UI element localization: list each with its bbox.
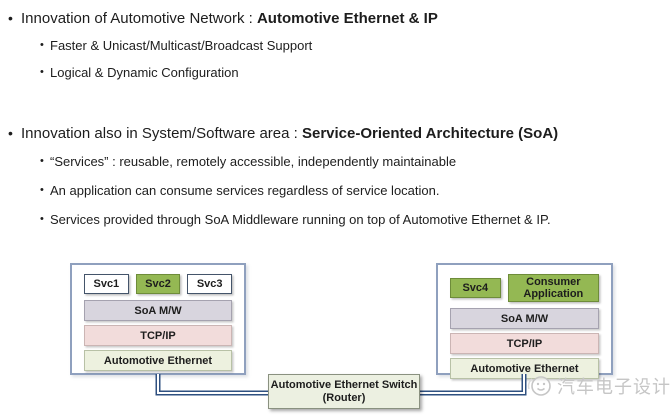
svc4-box: Svc4 xyxy=(450,278,501,298)
automotive-ethernet-layer: Automotive Ethernet xyxy=(84,350,232,371)
bullet-item-soa: Innovation also in System/Software area … xyxy=(8,124,558,143)
switch-label-line1: Automotive Ethernet Switch xyxy=(270,378,418,391)
bullet-text: Innovation also in System/Software area … xyxy=(21,124,558,143)
sub-bullet-services: “Services” : reusable, remotely accessib… xyxy=(40,153,456,170)
tcpip-layer: TCP/IP xyxy=(84,325,232,346)
sub-bullet-text: Logical & Dynamic Configuration xyxy=(50,65,239,80)
tcpip-layer: TCP/IP xyxy=(450,333,599,354)
left-connector-line-inner xyxy=(157,374,268,394)
soa-middleware-layer: SoA M/W xyxy=(84,300,232,321)
sub-bullet-text: Services provided through SoA Middleware… xyxy=(50,212,551,227)
sub-bullet-logical: Logical & Dynamic Configuration xyxy=(40,64,239,81)
automotive-ethernet-layer: Automotive Ethernet xyxy=(450,358,599,379)
smiley-logo-icon xyxy=(527,376,551,396)
bullet-text-bold: Service-Oriented Architecture (SoA) xyxy=(301,125,559,142)
sub-bullet-text: Faster & Unicast/Multicast/Broadcast Sup… xyxy=(50,38,313,53)
sub-bullet-middleware: Services provided through SoA Middleware… xyxy=(40,211,551,228)
soa-middleware-layer: SoA M/W xyxy=(450,308,599,329)
consumer-application-box: Consumer Application xyxy=(507,274,599,302)
left-ecu-node: Svc1 Svc2 Svc3 SoA M/W TCP/IP Automotive… xyxy=(70,263,246,375)
svc2-box: Svc2 xyxy=(135,274,181,294)
svc3-box: Svc3 xyxy=(187,274,233,294)
svc1-box: Svc1 xyxy=(84,274,129,294)
sub-bullet-text: An application can consume services rega… xyxy=(50,183,440,198)
watermark-text: 汽车电子设计 xyxy=(557,377,671,397)
left-connector-line xyxy=(155,374,268,396)
sub-bullet-faster: Faster & Unicast/Multicast/Broadcast Sup… xyxy=(40,37,312,54)
right-connector-line-inner xyxy=(420,374,525,394)
ethernet-switch-node: Automotive Ethernet Switch (Router) xyxy=(268,374,420,409)
bullet-text-bold: Automotive Ethernet & IP xyxy=(256,10,438,27)
switch-label-line2: (Router) xyxy=(322,391,366,404)
sub-bullet-application: An application can consume services rega… xyxy=(40,182,439,199)
bullet-text: Innovation of Automotive Network : Autom… xyxy=(21,9,438,28)
watermark: 汽车电子设计 xyxy=(524,373,671,399)
sub-bullet-text: “Services” : reusable, remotely accessib… xyxy=(50,154,457,169)
service-row: Svc4 Consumer Application xyxy=(450,274,599,302)
right-ecu-node: Svc4 Consumer Application SoA M/W TCP/IP… xyxy=(436,263,613,379)
bullet-text-regular: Innovation also in System/Software area … xyxy=(21,125,302,142)
service-row: Svc1 Svc2 Svc3 xyxy=(84,274,233,294)
bullet-item-network: Innovation of Automotive Network : Autom… xyxy=(8,9,438,28)
bullet-text-regular: Innovation of Automotive Network : xyxy=(21,10,257,27)
right-connector-line xyxy=(420,374,527,396)
